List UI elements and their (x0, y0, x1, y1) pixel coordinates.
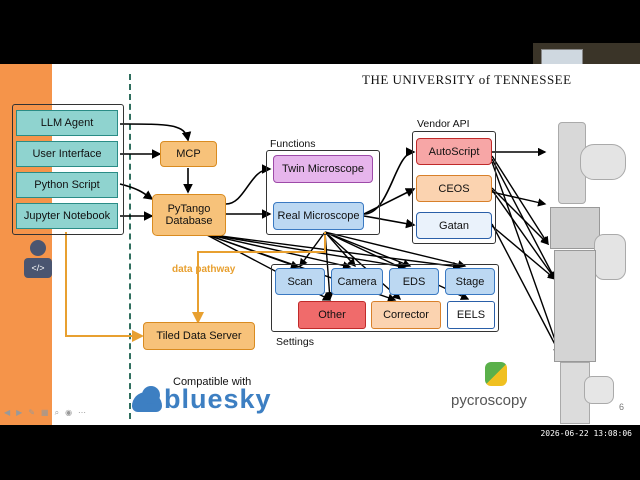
ceos-box: CEOS (416, 175, 492, 202)
other-box: Other (298, 301, 366, 329)
camera-box: Camera (331, 268, 383, 295)
page-number: 6 (619, 402, 625, 412)
scan-box: Scan (275, 268, 325, 295)
eels-box: EELS (447, 301, 495, 329)
python-script-box: Python Script (16, 172, 118, 198)
dashed-divider (129, 74, 131, 419)
compatible-with-label: Compatible with (173, 376, 252, 388)
stage-box: Stage (445, 268, 495, 295)
settings-group (271, 264, 499, 332)
real-microscope-box: Real Microscope (273, 202, 364, 230)
functions-group (266, 150, 380, 235)
pen-icon[interactable]: ✎ (28, 408, 36, 417)
corrector-box: Corrector (371, 301, 441, 329)
more-icon[interactable]: ⋯ (78, 408, 87, 417)
llm-agent-box: LLM Agent (16, 110, 118, 136)
gatan-box: Gatan (416, 212, 492, 239)
autoscript-box: AutoScript (416, 138, 492, 165)
user-interface-box: User Interface (16, 141, 118, 167)
pytango-box: PyTango Database (152, 194, 226, 236)
vendor-group (412, 131, 496, 244)
slide: THE UNIVERSITY of TENNESSEE (0, 64, 640, 425)
settings-title: Settings (276, 336, 314, 348)
data-pathway-label: data pathway (172, 264, 236, 275)
university-logo-text: THE UNIVERSITY of TENNESSEE (362, 72, 572, 87)
slide-toolbar: ◀ ▶ ✎ ▦ ⌕ ◉ ⋯ (0, 408, 86, 418)
bluesky-wordmark: bluesky (164, 384, 272, 414)
tiled-data-server-box: Tiled Data Server (143, 322, 255, 350)
mcp-box: MCP (160, 141, 217, 167)
pycroscopy-logo: pycroscopy (451, 362, 546, 414)
functions-title: Functions (270, 138, 316, 150)
pycroscopy-wordmark: pycroscopy (451, 392, 527, 409)
eds-box: EDS (389, 268, 439, 295)
vendor-api-title: Vendor API (417, 118, 470, 130)
bluesky-logo: bluesky (132, 384, 271, 418)
twin-microscope-box: Twin Microscope (273, 155, 373, 183)
microscope-illustration (540, 122, 630, 424)
zoom-icon[interactable]: ⌕ (54, 408, 60, 417)
prev-icon[interactable]: ◀ (4, 408, 11, 417)
camera-icon[interactable]: ◉ (65, 408, 73, 417)
connector-lines (65, 123, 562, 356)
input-group (12, 104, 124, 235)
jupyter-notebook-box: Jupyter Notebook (16, 203, 118, 229)
grid-icon[interactable]: ▦ (41, 408, 49, 417)
next-icon[interactable]: ▶ (16, 408, 23, 417)
user-coder-icon: </> (22, 240, 54, 282)
timestamp: 2026-06-22 13:08:06 (540, 429, 632, 438)
